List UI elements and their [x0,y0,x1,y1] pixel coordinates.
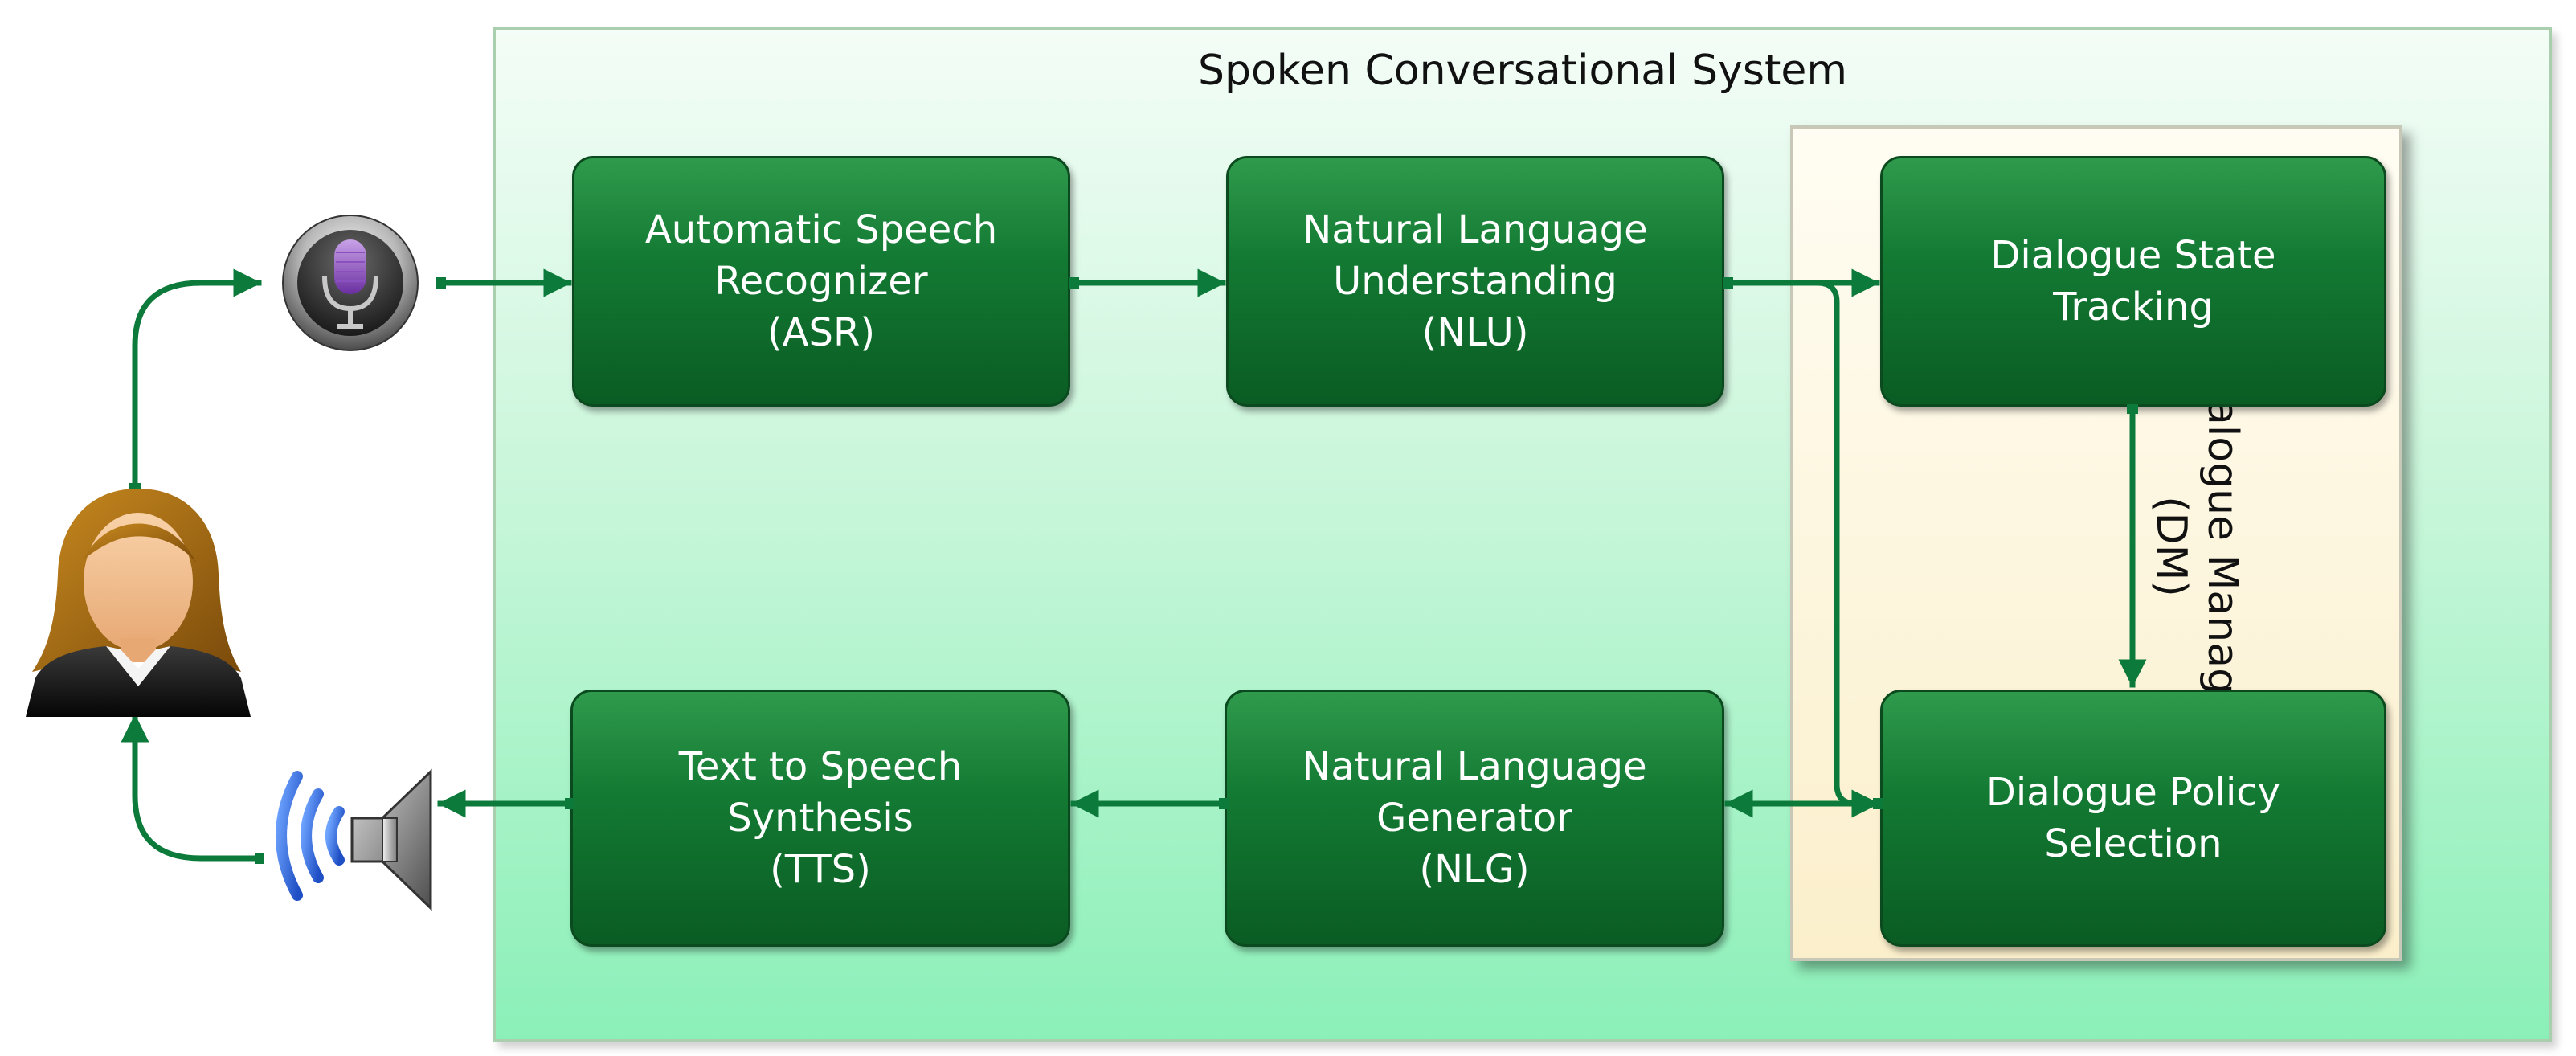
nlg-module: Natural Language Generator (NLG) [1225,690,1724,947]
user-to-mic-link [132,268,262,490]
dialogue-policy-selection-module: Dialogue Policy Selection [1880,690,2386,947]
nlg-module-label: Natural Language Generator (NLG) [1302,744,1647,892]
asr-module: Automatic Speech Recognizer (ASR) [572,156,1070,407]
user-avatar-icon [26,489,251,717]
tts-module: Text to Speech Synthesis (TTS) [570,690,1070,947]
tts-module-label: Text to Speech Synthesis (TTS) [678,744,963,892]
asr-module-label: Automatic Speech Recognizer (ASR) [644,207,998,355]
speaker-icon [276,768,432,911]
nlu-to-policy-link [1724,280,1880,818]
speaker-to-user-link [121,714,262,862]
dialogue-state-tracking-module: Dialogue State Tracking [1880,156,2386,407]
system-title: Spoken Conversational System [1197,47,1848,95]
nlu-module: Natural Language Understanding (NLU) [1226,156,1724,407]
dst-module-label: Dialogue State Tracking [1990,233,2276,329]
dps-module-label: Dialogue Policy Selection [1985,770,2281,866]
nlu-module-label: Natural Language Understanding (NLU) [1302,207,1648,355]
microphone-icon [282,215,419,351]
